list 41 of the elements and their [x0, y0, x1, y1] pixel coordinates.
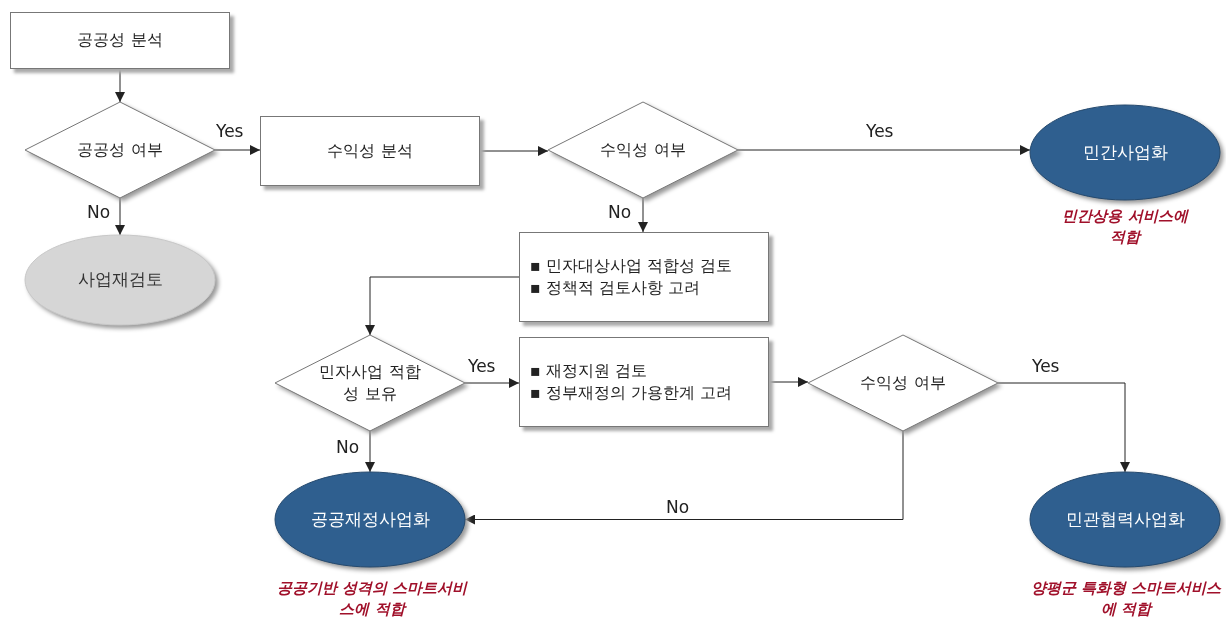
node-text: ▪ 민자대상사업 적합성 검토	[530, 254, 733, 277]
arrow	[115, 197, 125, 236]
process-box	[260, 116, 480, 186]
node-text: ▪ 재정지원 검토	[530, 359, 647, 382]
arrow	[479, 146, 549, 156]
arrow	[365, 430, 375, 473]
decision-diamond	[548, 102, 738, 198]
terminal-ellipse	[275, 472, 465, 567]
arrow	[768, 377, 809, 387]
node-text: 공공성 분석	[77, 29, 163, 52]
node-text: ▪ 정책적 검토사항 고려	[530, 277, 701, 299]
node-text: 사업재검토	[77, 268, 163, 292]
node-caption: 공공기반 성격의 스마트서비스에 적합	[275, 578, 469, 620]
node-text: ▪ 정부재정의 가용한계 고려	[530, 382, 733, 404]
node-text: 민자사업 적합성 보유	[318, 360, 422, 405]
process-box	[10, 12, 230, 69]
decision-diamond	[275, 335, 465, 431]
arrow	[464, 378, 520, 388]
arrow	[464, 430, 904, 525]
node-text: 수익성 여부	[600, 138, 686, 161]
process-box	[519, 337, 769, 427]
arrow	[737, 145, 1031, 155]
node-text: 민간사업화	[1082, 140, 1168, 164]
node-text: 민관협력사업화	[1065, 507, 1185, 531]
arrow	[214, 145, 261, 155]
node-text: 공공성 여부	[77, 138, 163, 161]
node-text: 수익성 분석	[327, 139, 413, 162]
terminal-ellipse	[1030, 105, 1220, 200]
arrow	[997, 382, 1130, 473]
arrow	[638, 197, 648, 233]
node-caption: 민간상용 서비스에 적합	[1061, 206, 1190, 248]
terminal-ellipse	[1030, 472, 1220, 567]
terminal-ellipse	[25, 235, 215, 325]
decision-diamond	[25, 102, 215, 198]
arrow	[365, 276, 520, 336]
decision-diamond	[808, 335, 998, 431]
arrow	[115, 68, 125, 103]
node-text: 수익성 여부	[860, 371, 946, 394]
node-text: 공공재정사업화	[310, 507, 430, 531]
process-box	[519, 232, 769, 322]
node-caption: 양평군 특화형 스마트서비스에 적합	[1030, 578, 1222, 620]
